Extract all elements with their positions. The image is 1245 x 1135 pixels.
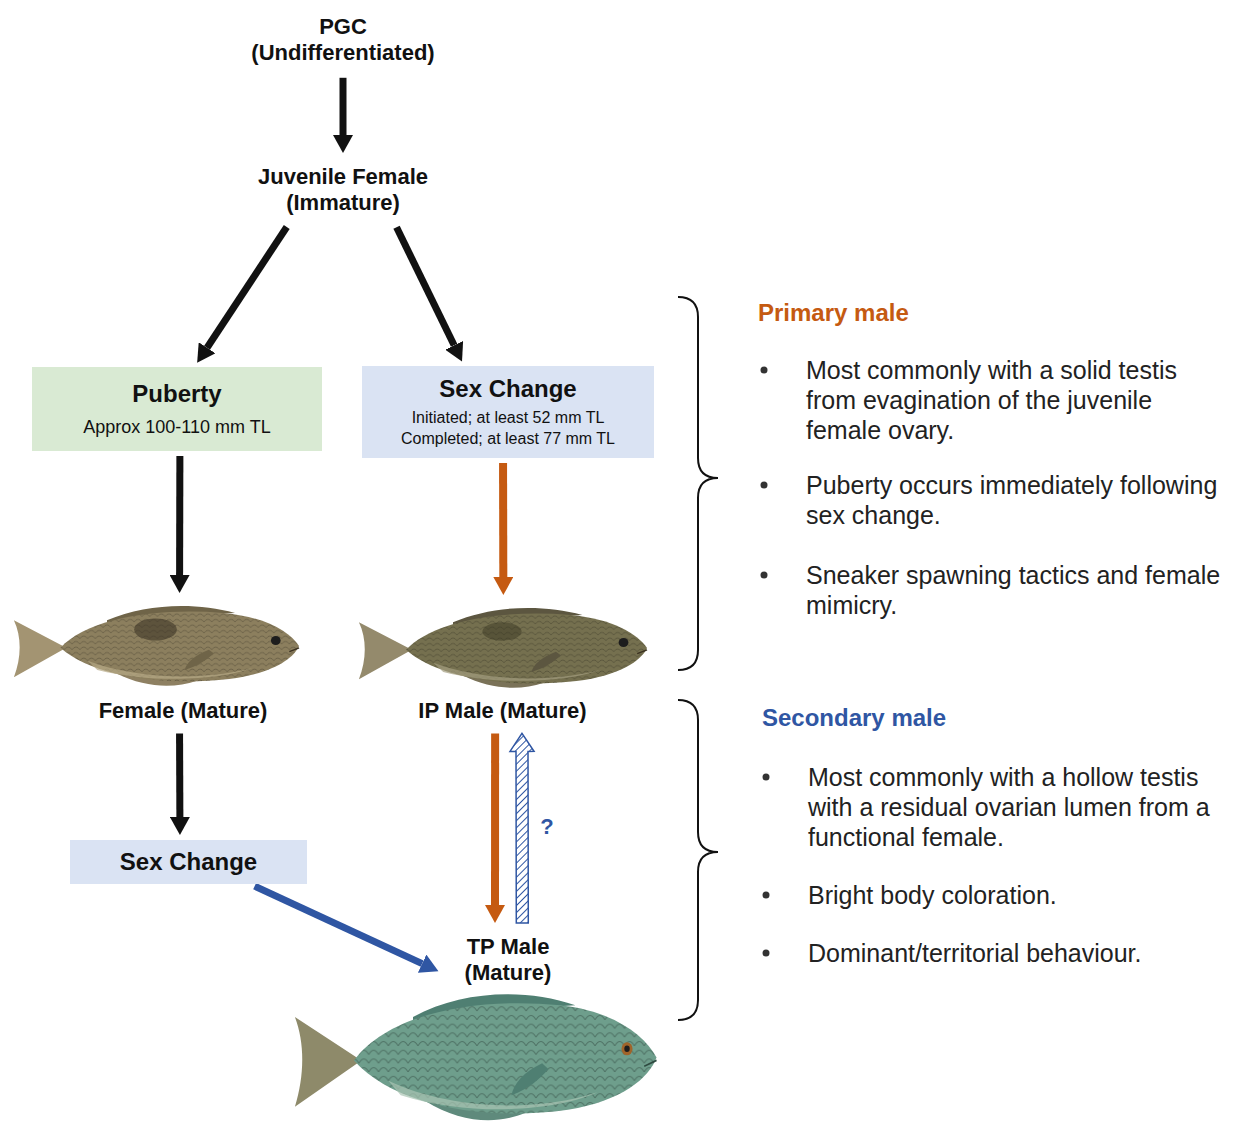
bullet-text: Puberty occurs immediately following sex… <box>806 470 1224 530</box>
fish-stage: TP Male (Mature) <box>443 928 573 993</box>
bullet-dot <box>763 950 770 957</box>
fish-belly <box>88 661 253 679</box>
fish-body <box>406 614 647 684</box>
fish-eye <box>621 1042 632 1055</box>
fish-pectoral-fin <box>511 1063 548 1095</box>
bullet-dot <box>761 367 768 374</box>
fish-stage: Female (Mature) <box>10 598 356 728</box>
node-title: Puberty <box>42 380 312 409</box>
node-title: Sex Change <box>80 848 297 877</box>
node-detail: Approx 100-110 mm TL <box>42 417 312 439</box>
fish-mouth <box>637 650 647 654</box>
fish-stage: IP Male (Mature) <box>355 600 650 728</box>
process-box: Sex ChangeInitiated; at least 52 mm TL Co… <box>362 366 654 458</box>
fish-pupil <box>624 1046 629 1052</box>
bullet-dot <box>761 482 768 489</box>
fish-eye <box>271 636 281 645</box>
fish-scales <box>60 612 299 682</box>
node-title: TP Male (Mature) <box>447 934 569 987</box>
bullet-text: Most commonly with a solid testis from e… <box>806 355 1224 445</box>
flow-arrow <box>340 78 347 135</box>
edge-label: ? <box>538 814 555 840</box>
fish-scales <box>354 1003 657 1113</box>
fish-tail <box>14 620 66 677</box>
fish-mouth <box>644 1060 656 1066</box>
node-title: Female (Mature) <box>14 698 352 724</box>
fish-pectoral-fin <box>531 652 560 672</box>
fish-mouth <box>289 648 299 652</box>
female-fish <box>14 606 299 686</box>
node-detail: Initiated; at least 52 mm TL <box>372 408 644 427</box>
fish-belly <box>388 1081 597 1110</box>
bullet-dot <box>763 774 770 781</box>
node-title: Juvenile Female (Immature) <box>240 164 446 217</box>
fish-tail <box>359 622 412 679</box>
fish-tail <box>295 1017 361 1107</box>
bullet-text: Most commonly with a hollow testis with … <box>808 762 1226 852</box>
flow-arrow <box>255 886 422 964</box>
fish-belly <box>433 663 600 681</box>
bracket <box>678 700 718 1020</box>
bullet-dot <box>761 572 768 579</box>
bullet-dot <box>763 892 770 899</box>
flow-arrow <box>176 456 183 575</box>
group-heading: Primary male <box>758 298 1058 328</box>
node-title: IP Male (Mature) <box>359 698 646 724</box>
fish-blotch <box>482 622 521 640</box>
stage-label: Juvenile Female (Immature) <box>236 158 450 223</box>
bullet-text: Sneaker spawning tactics and female mimi… <box>806 560 1224 620</box>
bullet-text: Bright body coloration. <box>808 880 1226 910</box>
tp-male-fish <box>295 994 657 1120</box>
ip-male-fish <box>359 608 647 688</box>
fish-body <box>354 1003 657 1113</box>
fish-pectoral-fin <box>185 650 214 670</box>
node-title: PGC (Undifferentiated) <box>240 14 446 67</box>
fish-body <box>60 612 299 682</box>
bracket <box>678 297 718 670</box>
flow-arrow <box>207 227 287 348</box>
fish-eye <box>619 638 629 647</box>
bullet-text: Dominant/territorial behaviour. <box>808 938 1226 968</box>
node-detail: Completed; at least 77 mm TL <box>372 429 644 448</box>
flow-arrow <box>491 733 499 905</box>
group-heading: Secondary male <box>762 703 1062 733</box>
fish-scales <box>406 614 647 684</box>
process-box: PubertyApprox 100-110 mm TL <box>32 367 322 451</box>
stage-label: PGC (Undifferentiated) <box>236 8 450 73</box>
hatched-arrow <box>510 733 534 923</box>
flow-arrow <box>176 733 183 817</box>
process-box: Sex Change <box>70 840 307 884</box>
fish-blotch <box>134 618 177 640</box>
flow-arrow <box>499 463 507 577</box>
flow-arrow <box>397 227 455 345</box>
node-title: Sex Change <box>372 375 644 404</box>
